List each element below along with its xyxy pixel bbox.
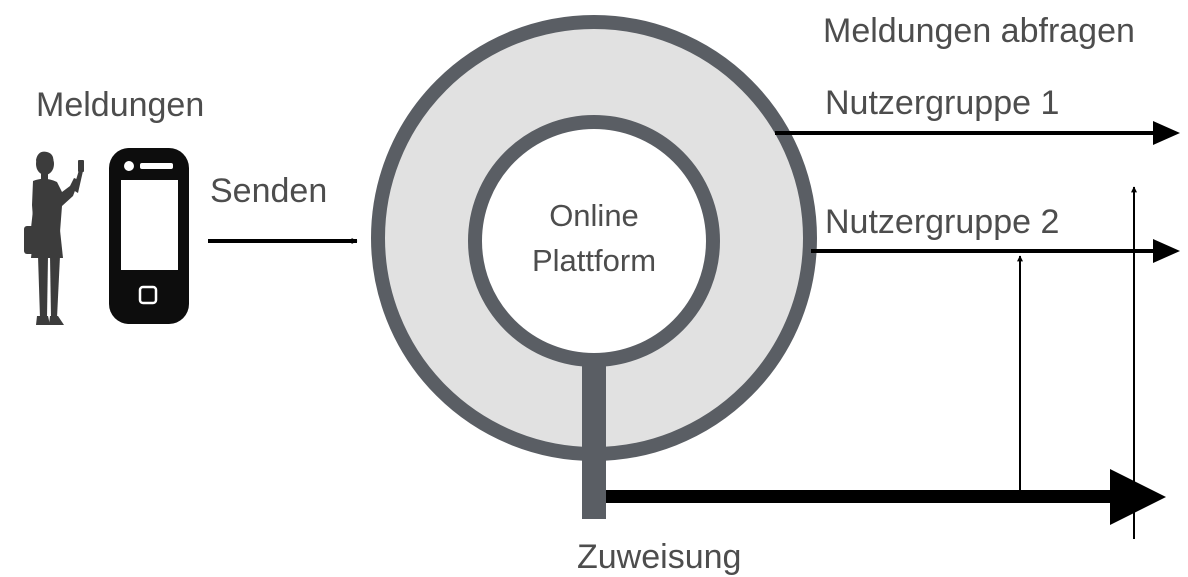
- senden-label: Senden: [210, 172, 327, 210]
- meldungen-label: Meldungen: [36, 86, 204, 124]
- abfragen-label: Meldungen abfragen: [823, 12, 1135, 50]
- gruppe1-label: Nutzergruppe 1: [825, 84, 1059, 122]
- person-icon: [24, 151, 84, 325]
- gruppe2-label: Nutzergruppe 2: [825, 203, 1059, 241]
- platform-label-line1: Online: [549, 198, 639, 233]
- zuweisung-arrow: [606, 469, 1166, 525]
- zuweisung-label: Zuweisung: [577, 538, 741, 576]
- platform-label-line2: Plattform: [532, 243, 656, 278]
- platform-stem: [582, 356, 606, 519]
- platform-inner-circle: [468, 115, 720, 367]
- gruppe2-arrow: [811, 239, 1180, 263]
- gruppe1-arrow: [775, 121, 1180, 145]
- phone-icon: [109, 148, 189, 324]
